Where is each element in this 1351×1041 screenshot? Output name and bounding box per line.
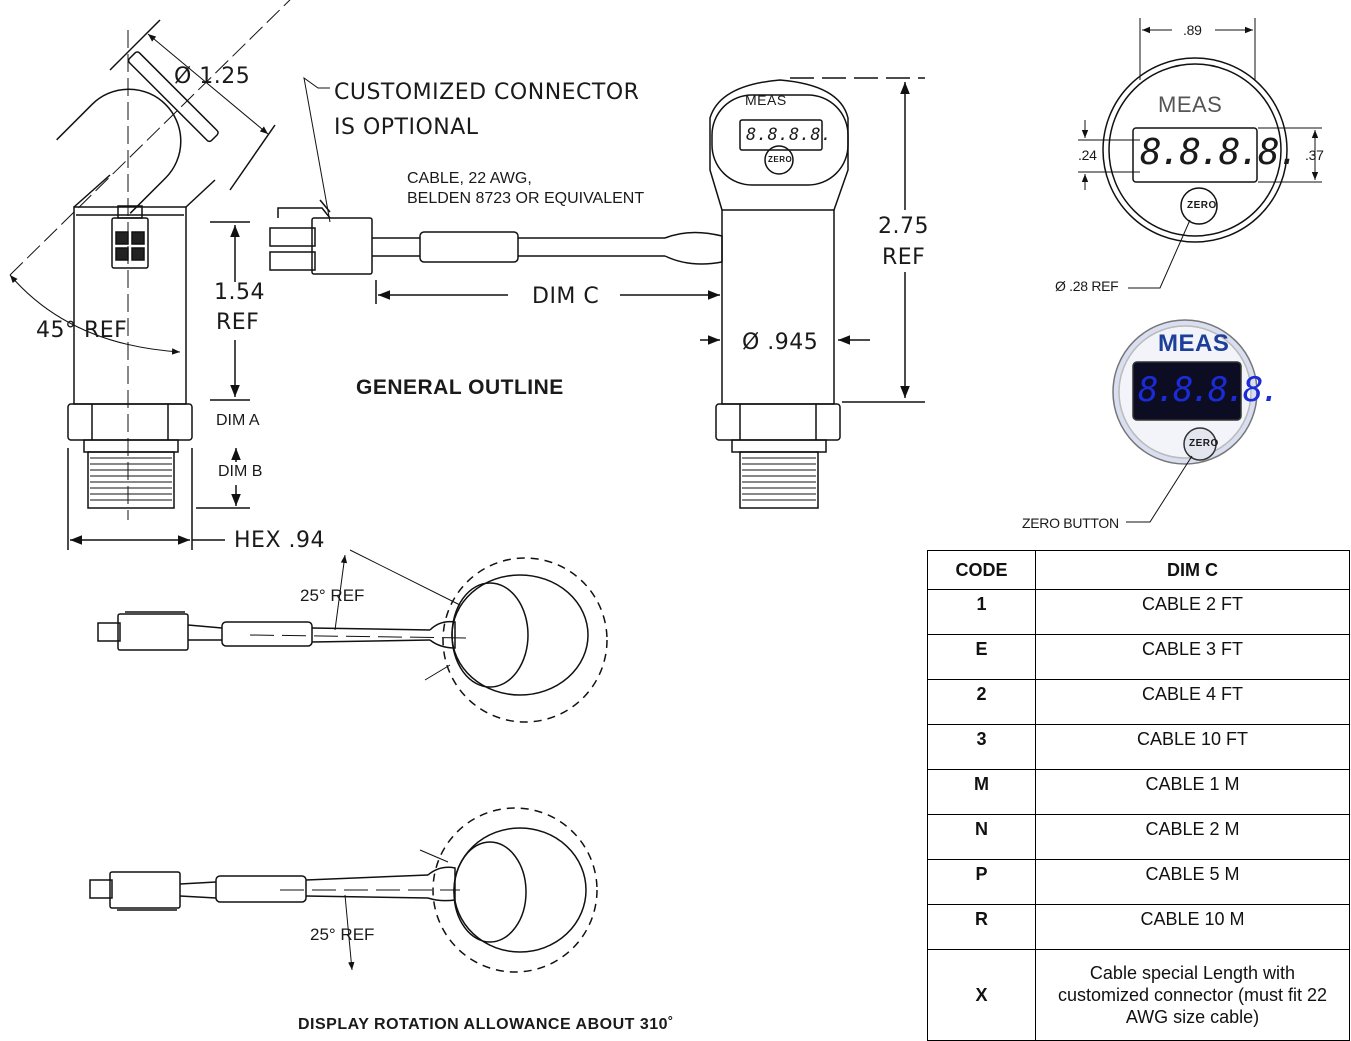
outline-dial-zero: ZERO xyxy=(1187,200,1217,211)
dim-cell: CABLE 3 FT xyxy=(1035,634,1350,680)
photo-dial-digits: 8.8.8.8. xyxy=(1138,370,1281,410)
label-037: .37 xyxy=(1305,147,1324,163)
code-cell: P xyxy=(927,859,1036,905)
dim-cell: Cable special Length with customized con… xyxy=(1035,949,1350,1041)
dim-cell: CABLE 10 FT xyxy=(1035,724,1350,770)
label-cable-awg: CABLE, 22 AWG, xyxy=(407,170,532,187)
dim-cell: CABLE 10 M xyxy=(1035,904,1350,950)
rotation-view-bottom xyxy=(89,807,598,973)
front-dial-outline xyxy=(1078,18,1322,289)
table-header-row: CODE DIM C xyxy=(927,550,1350,590)
label-024: .24 xyxy=(1078,147,1097,163)
dim-cell: CABLE 2 FT xyxy=(1035,589,1350,635)
outline-dial-brand: MEAS xyxy=(1158,92,1223,117)
label-275: 2.75 xyxy=(878,214,929,239)
label-diameter-028: Ø .28 REF xyxy=(1055,278,1119,294)
code-cell: M xyxy=(927,769,1036,815)
outline-dial-digits: 8.8.8.8. xyxy=(1140,132,1299,173)
label-154: 1.54 xyxy=(214,280,265,305)
label-dim-b: DIM B xyxy=(218,463,263,480)
table-header-code: CODE xyxy=(927,550,1036,590)
label-25-ref-bottom: 25° REF xyxy=(310,925,375,944)
label-089: .89 xyxy=(1183,22,1202,38)
code-cell: 3 xyxy=(927,724,1036,770)
left-sensor-body xyxy=(9,0,291,550)
label-hex: HEX .94 xyxy=(234,528,325,553)
label-154-ref: REF xyxy=(216,310,260,335)
label-dim-c: DIM C xyxy=(532,284,600,309)
label-cable-belden: BELDEN 8723 OR EQUIVALENT xyxy=(407,190,645,207)
front-dial-photo xyxy=(1112,319,1258,523)
photo-dial-zero: ZERO xyxy=(1189,438,1219,449)
photo-dial-brand: MEAS xyxy=(1158,330,1230,357)
label-general-outline: GENERAL OUTLINE xyxy=(356,376,564,399)
code-cell: N xyxy=(927,814,1036,860)
label-rotation-note: DISPLAY ROTATION ALLOWANCE ABOUT 310˚ xyxy=(298,1016,674,1033)
label-25-ref-top: 25° REF xyxy=(300,586,365,605)
label-diameter-125: Ø 1.25 xyxy=(174,64,251,89)
right-sensor-digits: 8.8.8.8. xyxy=(746,125,832,145)
dim-cell: CABLE 2 M xyxy=(1035,814,1350,860)
label-diameter-945: Ø .945 xyxy=(742,330,819,355)
label-45-ref: 45° REF xyxy=(36,318,128,343)
right-sensor-body xyxy=(700,77,925,509)
code-cell: E xyxy=(927,634,1036,680)
dim-cell: CABLE 5 M xyxy=(1035,859,1350,905)
code-cell: X xyxy=(927,949,1036,1041)
code-cell: 1 xyxy=(927,589,1036,635)
code-cell: 2 xyxy=(927,679,1036,725)
cable-connector-assembly xyxy=(269,76,723,304)
right-sensor-zero: ZERO xyxy=(768,155,793,164)
table-header-dim-c: DIM C xyxy=(1035,550,1350,590)
right-sensor-brand: MEAS xyxy=(745,92,787,108)
dim-cell: CABLE 1 M xyxy=(1035,769,1350,815)
label-is-optional: IS OPTIONAL xyxy=(334,115,479,140)
rotation-view-top xyxy=(97,549,608,723)
label-customized-connector: CUSTOMIZED CONNECTOR xyxy=(334,80,640,105)
dim-cell: CABLE 4 FT xyxy=(1035,679,1350,725)
label-zero-button: ZERO BUTTON xyxy=(1022,515,1119,531)
code-cell: R xyxy=(927,904,1036,950)
label-dim-a: DIM A xyxy=(216,412,260,429)
label-275-ref: REF xyxy=(882,245,926,270)
